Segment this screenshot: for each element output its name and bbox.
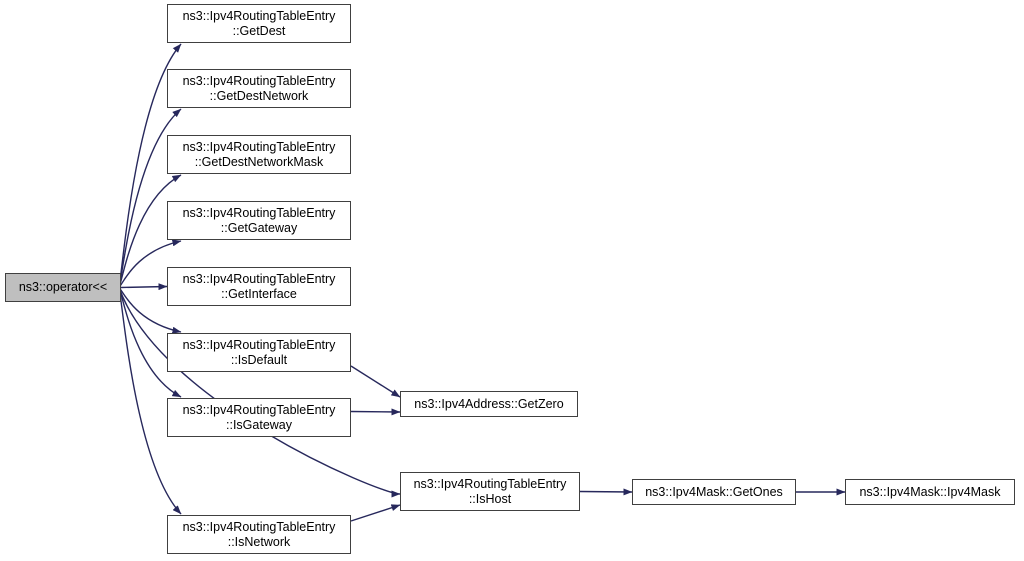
graph-node-isgateway[interactable]: ns3::Ipv4RoutingTableEntry ::IsGateway bbox=[167, 398, 351, 437]
graph-edge-operator-to-ishost bbox=[118, 287, 401, 498]
graph-node-label: ns3::Ipv4RoutingTableEntry ::GetDest bbox=[182, 8, 336, 38]
graph-node-getones[interactable]: ns3::Ipv4Mask::GetOnes bbox=[632, 479, 796, 505]
graph-node-label: ns3::Ipv4RoutingTableEntry ::IsNetwork bbox=[182, 519, 336, 549]
graph-node-label: ns3::Ipv4RoutingTableEntry ::IsDefault bbox=[182, 337, 336, 367]
graph-node-label: ns3::Ipv4RoutingTableEntry ::IsGateway bbox=[182, 402, 336, 432]
graph-edge-isnetwork-to-ishost bbox=[350, 504, 401, 522]
graph-edge-ishost-to-getones bbox=[579, 488, 633, 496]
graph-node-getgateway[interactable]: ns3::Ipv4RoutingTableEntry ::GetGateway bbox=[167, 201, 351, 240]
graph-node-ipv4mask[interactable]: ns3::Ipv4Mask::Ipv4Mask bbox=[845, 479, 1015, 505]
graph-node-operator[interactable]: ns3::operator<< bbox=[5, 273, 121, 302]
graph-node-label: ns3::Ipv4RoutingTableEntry ::IsHost bbox=[413, 476, 567, 506]
graph-node-label: ns3::Ipv4RoutingTableEntry ::GetDestNetw… bbox=[182, 139, 336, 169]
graph-node-isnetwork[interactable]: ns3::Ipv4RoutingTableEntry ::IsNetwork bbox=[167, 515, 351, 554]
graph-node-getdest[interactable]: ns3::Ipv4RoutingTableEntry ::GetDest bbox=[167, 4, 351, 43]
graph-node-label: ns3::operator<< bbox=[18, 280, 108, 294]
graph-node-getdestnetwork[interactable]: ns3::Ipv4RoutingTableEntry ::GetDestNetw… bbox=[167, 69, 351, 108]
graph-edge-isgateway-to-getzero bbox=[350, 408, 401, 416]
graph-node-label: ns3::Ipv4Mask::GetOnes bbox=[645, 484, 783, 499]
graph-node-ishost[interactable]: ns3::Ipv4RoutingTableEntry ::IsHost bbox=[400, 472, 580, 511]
graph-node-getinterface[interactable]: ns3::Ipv4RoutingTableEntry ::GetInterfac… bbox=[167, 267, 351, 306]
graph-node-getzero[interactable]: ns3::Ipv4Address::GetZero bbox=[400, 391, 578, 417]
graph-node-isdefault[interactable]: ns3::Ipv4RoutingTableEntry ::IsDefault bbox=[167, 333, 351, 372]
graph-node-getdestnetworkmask[interactable]: ns3::Ipv4RoutingTableEntry ::GetDestNetw… bbox=[167, 135, 351, 174]
graph-node-label: ns3::Ipv4Mask::Ipv4Mask bbox=[859, 484, 1001, 499]
graph-node-label: ns3::Ipv4RoutingTableEntry ::GetInterfac… bbox=[182, 271, 336, 301]
graph-node-label: ns3::Ipv4RoutingTableEntry ::GetGateway bbox=[182, 205, 336, 235]
graph-node-label: ns3::Ipv4Address::GetZero bbox=[414, 396, 564, 411]
graph-edge-isdefault-to-getzero bbox=[350, 365, 401, 398]
graph-node-label: ns3::Ipv4RoutingTableEntry ::GetDestNetw… bbox=[182, 73, 336, 103]
graph-edge-operator-to-getinterface bbox=[120, 283, 168, 291]
